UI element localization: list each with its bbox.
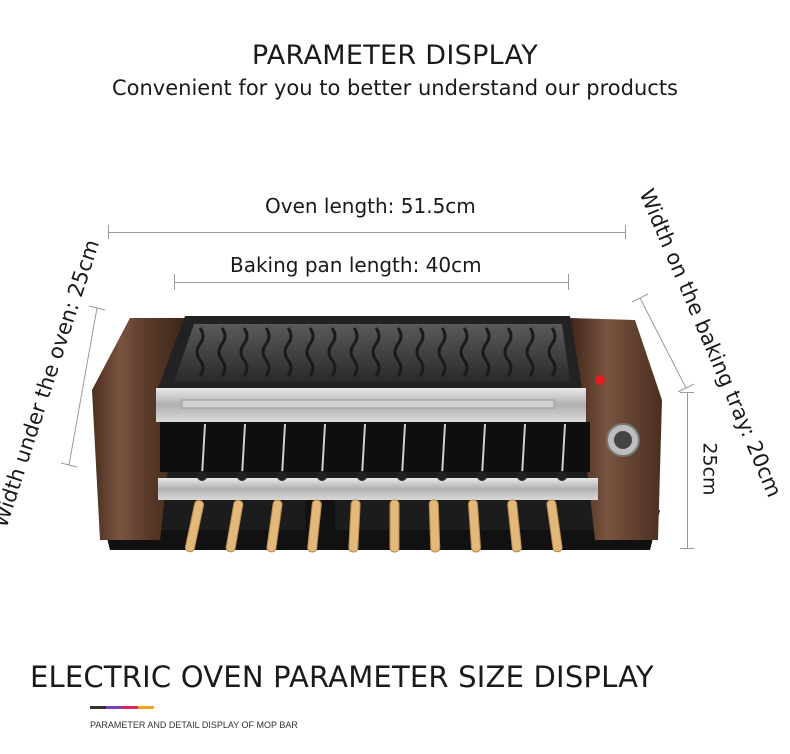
baking-pan-tick-left: [174, 274, 175, 290]
electric-oven-image: [92, 316, 662, 553]
page-subtitle: Convenient for you to better understand …: [111, 76, 678, 100]
oven-length-label: Oven length: 51.5cm: [265, 194, 476, 218]
accent-bar-2: [106, 706, 122, 709]
oven-length-tick-right: [625, 225, 626, 239]
section-title: ELECTRIC OVEN PARAMETER SIZE DISPLAY: [30, 660, 654, 694]
oven-length-line: [108, 232, 625, 233]
height-tick-bottom: [680, 548, 694, 549]
page-title: PARAMETER DISPLAY: [251, 40, 539, 71]
height-label: 25cm: [698, 442, 721, 496]
oven-length-tick-left: [108, 225, 109, 239]
accent-bar-1: [90, 706, 106, 709]
baking-pan-tick-right: [568, 274, 569, 290]
accent-bar-3: [122, 706, 138, 709]
baking-pan-length-line: [174, 282, 568, 283]
height-line: [687, 392, 688, 548]
width-under-oven-line: [60, 305, 106, 468]
accent-bar-4: [138, 706, 154, 709]
baking-pan-length-label: Baking pan length: 40cm: [230, 253, 482, 277]
section-subtitle: PARAMETER AND DETAIL DISPLAY OF MOP BAR: [90, 720, 298, 730]
height-tick-top: [680, 392, 694, 393]
width-on-tray-line: [631, 293, 695, 393]
